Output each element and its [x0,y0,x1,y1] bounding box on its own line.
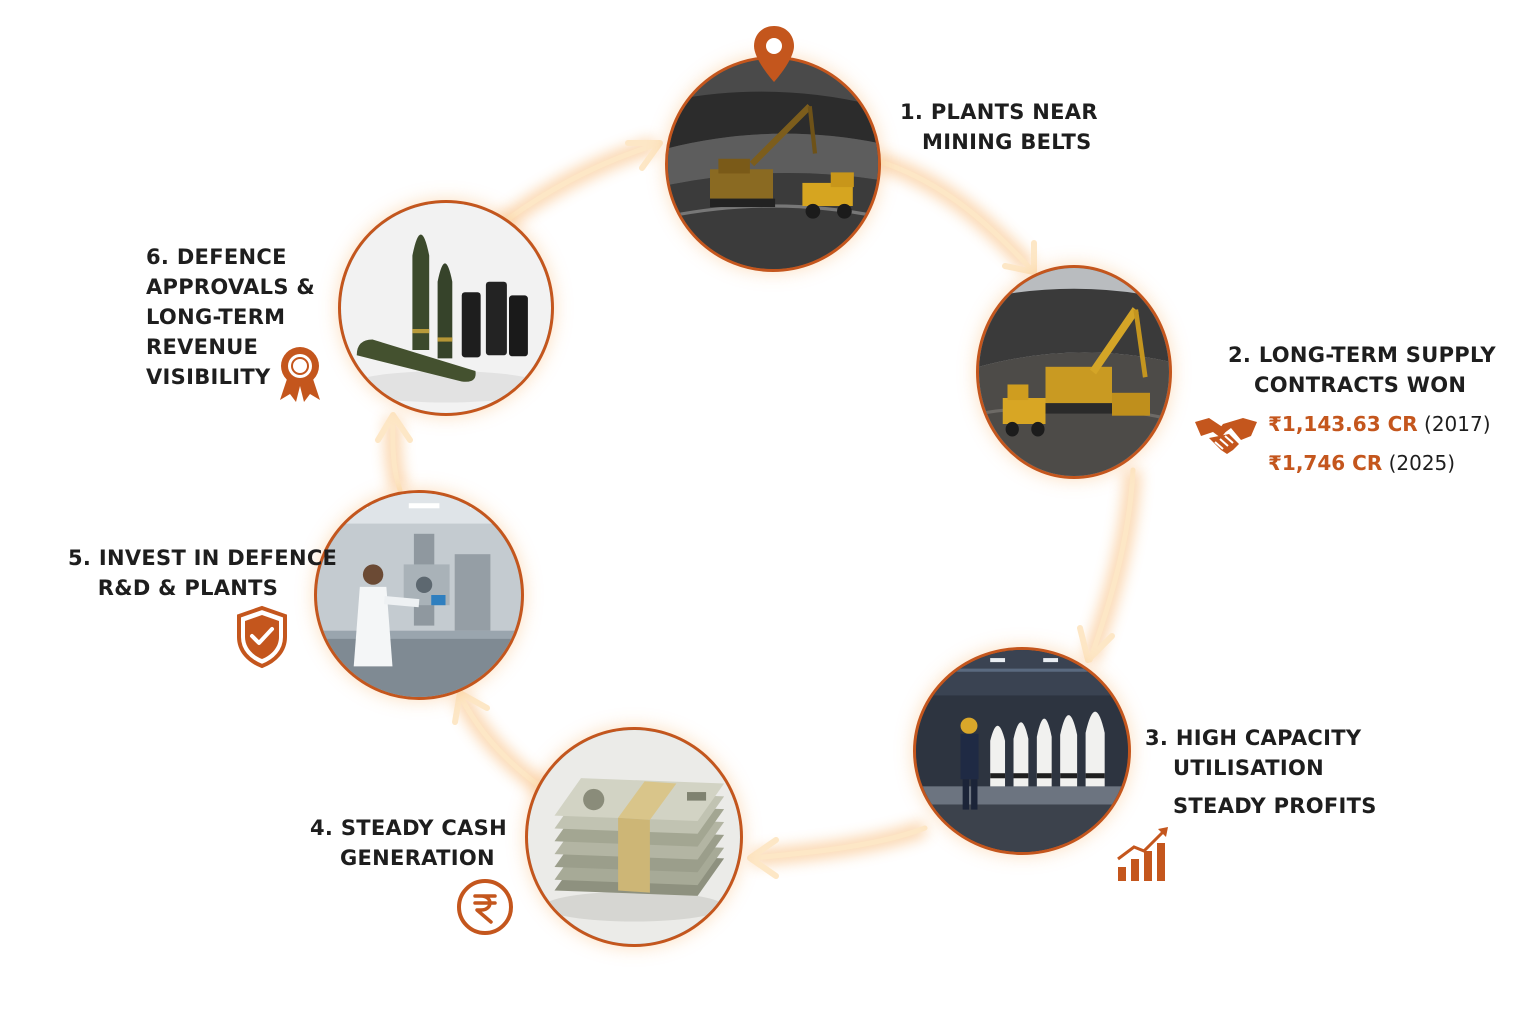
stage-3-number: 3. [1145,726,1169,750]
stage-2-title-line-2: CONTRACTS WON [1254,373,1467,397]
stage-2-number: 2. [1228,343,1252,367]
stage-4-title-line-2: GENERATION [340,846,495,870]
stage-3-photo [913,647,1131,855]
handshake-icon [1193,408,1259,460]
contract-2025: ₹1,746 CR (2025) [1268,450,1455,476]
map-pin-icon [752,24,796,84]
contract-2025-amount: ₹1,746 CR [1268,451,1383,475]
stage-6-number: 6. [146,245,170,269]
stage-6-photo [338,200,554,416]
stage-6-title-line-4: REVENUE [146,335,259,359]
stage-4-label: 4. STEADY CASH GENERATION [310,813,507,873]
stage-6-title-line-5: VISIBILITY [146,365,271,389]
stage-1-label: 1. PLANTS NEAR MINING BELTS [900,97,1098,157]
stage-6-line-1: 6. DEFENCE [146,242,315,272]
rupee-icon [455,877,515,937]
arrow-to-stage-1 [625,140,663,171]
shield-check-icon [235,605,289,669]
arrow-to-stage-4 [747,837,779,879]
contract-2025-year: (2025) [1388,451,1456,475]
stage-1-line-1: 1. PLANTS NEAR [900,97,1098,127]
arrow-to-stage-2 [1002,240,1037,275]
stage-6-label: 6. DEFENCE APPROVALS & LONG-TERM REVENUE… [146,242,315,392]
stage-4-line-1: 4. STEADY CASH [310,813,507,843]
growth-chart-icon [1116,823,1174,883]
stage-2-photo [976,265,1172,479]
stage-5-number: 5. [68,546,92,570]
stage-5-label: 5. INVEST IN DEFENCE R&D & PLANTS [68,543,337,603]
arrow-to-stage-3 [1077,625,1115,663]
stage-6-title-line-1: DEFENCE [176,245,287,269]
stage-1-number: 1. [900,100,924,124]
stage-6-title-line-3: LONG-TERM [146,305,286,329]
stage-1-title-line-1: PLANTS NEAR [930,100,1098,124]
stage-4-photo [525,727,743,947]
stage-6-title-line-2: APPROVALS & [146,275,316,299]
award-ribbon-icon [274,344,326,404]
contract-2017-year: (2017) [1424,412,1491,436]
cycle-arrowheads [375,140,1115,879]
stage-3-line-1: 3. HIGH CAPACITY [1145,723,1377,753]
stage-3-title-line-2: UTILISATION [1173,756,1324,780]
arrow-to-stage-6 [375,412,413,443]
stage-5-line-1: 5. INVEST IN DEFENCE [68,543,337,573]
stage-2-title-line-1: LONG-TERM SUPPLY [1258,343,1496,367]
stage-2-label: 2. LONG-TERM SUPPLY CONTRACTS WON [1228,340,1496,400]
cycle-ring-line [390,142,1136,861]
stage-3-title-line-3: STEADY PROFITS [1173,794,1377,818]
arrow-to-stage-5 [452,690,490,725]
stage-3-title-line-1: HIGH CAPACITY [1175,726,1362,750]
stage-5-photo [314,490,524,700]
stage-5-title-line-1: INVEST IN DEFENCE [98,546,338,570]
stage-3-label: 3. HIGH CAPACITY UTILISATION STEADY PROF… [1145,723,1377,821]
stage-4-number: 4. [310,816,334,840]
contract-2017-amount: ₹1,143.63 CR [1268,412,1418,436]
stage-1-title-line-2: MINING BELTS [922,130,1092,154]
stage-2-line-1: 2. LONG-TERM SUPPLY [1228,340,1496,370]
contract-2017: ₹1,143.63 CR (2017) [1268,411,1491,437]
stage-1-photo [665,56,881,272]
stage-4-title-line-1: STEADY CASH [340,816,507,840]
stage-5-title-line-2: R&D & PLANTS [97,576,279,600]
